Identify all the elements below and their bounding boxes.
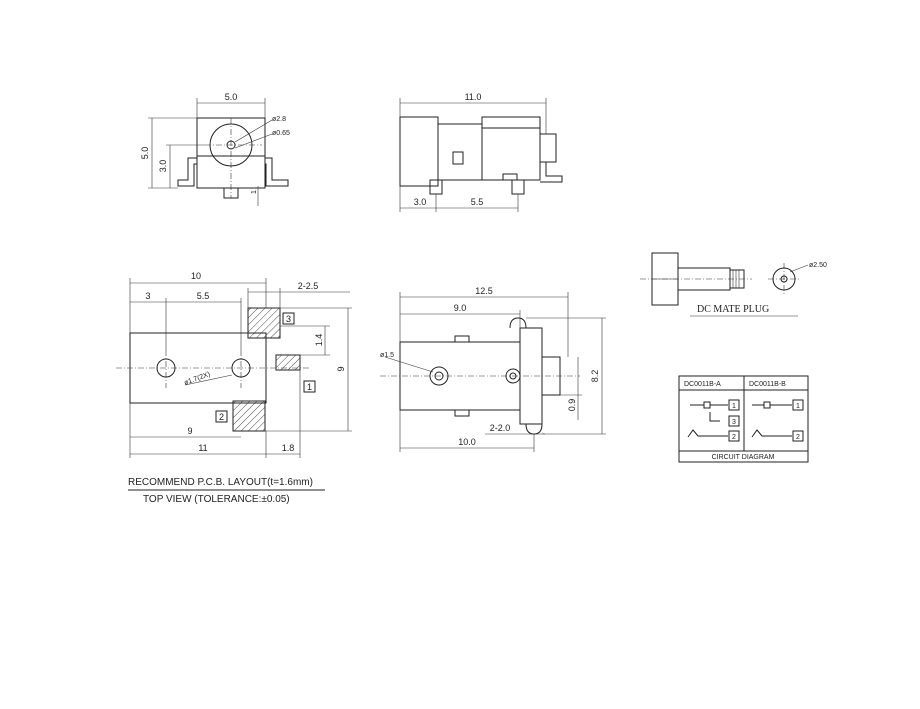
circuit-a-pin-3: 3 (732, 419, 736, 426)
pcb-pin-3: 3 (286, 314, 291, 324)
pcb-layout: 3 1 2 10 3 5.5 2-2.5 1.4 9 9 11 (116, 271, 352, 505)
pcb-caption-line1: RECOMMEND P.C.B. LAYOUT(t=1.6mm) (128, 477, 313, 488)
top-hole-label: ø1.5 (380, 352, 394, 359)
mate-plug: ø2.50 DC MATE PLUG (640, 252, 827, 317)
circuit-col-a: DC0011B-A (684, 381, 721, 388)
plug-caption: DC MATE PLUG (697, 304, 769, 315)
side-pin-b-label: 5.5 (471, 197, 484, 207)
top-bottom-label: 10.0 (458, 437, 476, 447)
pcb-width-label: 10 (191, 271, 201, 281)
pcb-caption-line2: TOP VIEW (TOLERANCE:±0.05) (143, 494, 290, 505)
pcb-pad-label: 2-2.5 (298, 281, 319, 291)
circuit-diagram: DC0011B-A DC0011B-B 1 3 2 1 2 CIRCUIT DI… (678, 375, 809, 463)
top-small-label: 0.9 (567, 399, 577, 412)
top-slot-label: 2-2.0 (490, 423, 511, 433)
side-view: 11.0 3.0 5.5 (399, 92, 563, 212)
pcb-pad-height-label: 1.4 (314, 334, 324, 347)
side-length-label: 11.0 (465, 92, 482, 102)
circuit-col-b: DC0011B-B (749, 381, 786, 388)
front-inner-height-label: 3.0 (158, 160, 168, 173)
pcb-height-label: 9 (336, 366, 346, 371)
pcb-bottom-left-label: 9 (187, 426, 192, 436)
top-height-label: 8.2 (590, 370, 600, 383)
circuit-b-pin-2: 2 (796, 434, 800, 441)
front-hole-diameter-label: ø0.65 (272, 130, 290, 137)
top-inner-label: 9.0 (454, 303, 467, 313)
pcb-hole-label: ø1.7(2X) (183, 371, 211, 387)
circuit-a-pin-2: 2 (732, 434, 736, 441)
front-pin-diameter-label: ø2.8 (272, 116, 286, 123)
front-height-label: 5.0 (140, 147, 150, 160)
circuit-caption: CIRCUIT DIAGRAM (712, 454, 775, 461)
pcb-pin-2: 2 (219, 412, 224, 422)
front-offset-label: 1 (251, 190, 258, 194)
circuit-a-pin-1: 1 (732, 403, 736, 410)
top-view: 12.5 9.0 ø1.5 8.2 0.9 10.0 2-2.0 (380, 286, 606, 452)
pcb-spacing-label: 5.5 (197, 291, 210, 301)
top-length-label: 12.5 (475, 286, 493, 296)
pcb-bottom-pad-label: 1.8 (282, 443, 295, 453)
plug-diameter-label: ø2.50 (809, 262, 827, 269)
pcb-pin-1: 1 (307, 382, 312, 392)
front-view: 5.0 5.0 3.0 ø2.8 ø0.65 1 (140, 92, 290, 206)
side-pin-a-label: 3.0 (414, 197, 427, 207)
pcb-left-label: 3 (145, 291, 150, 301)
circuit-b-pin-1: 1 (796, 403, 800, 410)
front-width-label: 5.0 (225, 92, 238, 102)
pcb-bottom-total-label: 11 (198, 443, 207, 453)
